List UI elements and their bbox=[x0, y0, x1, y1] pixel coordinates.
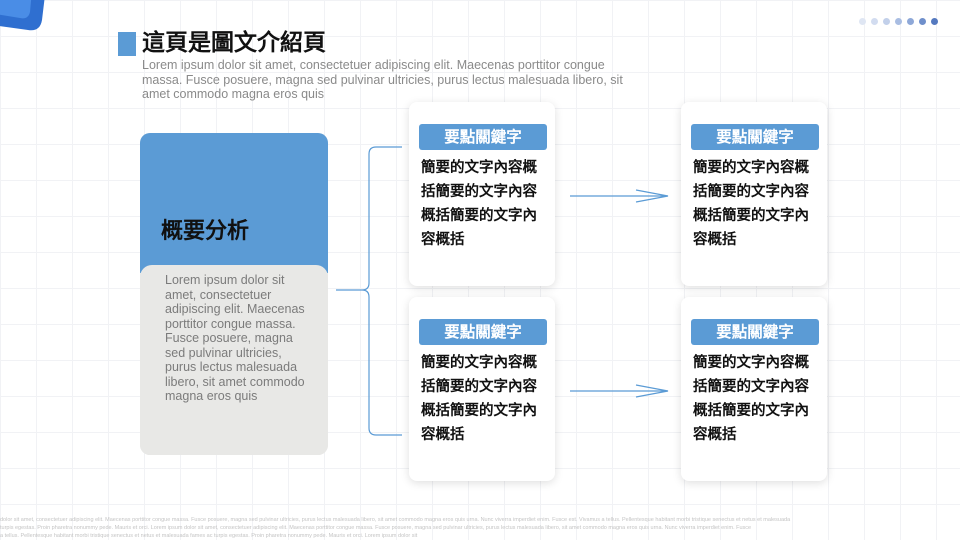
keypoint-text: 簡要的文字內容概括簡要的文字內容概括簡要的文字內容概括 bbox=[421, 355, 537, 443]
decorative-dot bbox=[859, 18, 866, 25]
keypoint-text: 簡要的文字內容概括簡要的文字內容概括簡要的文字內容概括 bbox=[421, 160, 537, 248]
page-title: 這頁是圖文介紹頁 bbox=[142, 30, 326, 56]
title-accent-bar bbox=[118, 32, 136, 56]
keypoint-text: 簡要的文字內容概括簡要的文字內容概括簡要的文字內容概括 bbox=[693, 160, 809, 248]
decorative-dot bbox=[919, 18, 926, 25]
overview-text: Lorem ipsum dolor sit amet, consectetuer… bbox=[165, 273, 305, 403]
keypoint-text: 簡要的文字內容概括簡要的文字內容概括簡要的文字內容概括 bbox=[693, 355, 809, 443]
decorative-dot bbox=[883, 18, 890, 25]
corner-decoration bbox=[0, 0, 45, 31]
overview-heading: 概要分析 bbox=[161, 219, 250, 244]
overview-header: 概要分析 bbox=[140, 133, 328, 273]
footer-line: dolor sit amet, consectetuer adipiscing … bbox=[0, 517, 791, 523]
keypoint-label: 要點關鍵字 bbox=[691, 124, 819, 150]
footer-line: turpis egestas. Proin pharetra nonummy p… bbox=[0, 525, 752, 531]
keypoint-card-2: 要點關鍵字 簡要的文字內容概括簡要的文字內容概括簡要的文字內容概括 bbox=[681, 102, 827, 286]
decorative-dot bbox=[871, 18, 878, 25]
keypoint-label: 要點關鍵字 bbox=[691, 319, 819, 345]
footer-line: a tellus. Pellentesque habitant morbi tr… bbox=[0, 533, 418, 539]
keypoint-label: 要點關鍵字 bbox=[419, 319, 547, 345]
keypoint-label: 要點關鍵字 bbox=[419, 124, 547, 150]
arrow-bottom bbox=[570, 384, 669, 398]
keypoint-card-1: 要點關鍵字 簡要的文字內容概括簡要的文字內容概括簡要的文字內容概括 bbox=[409, 102, 555, 286]
page-subtitle: Lorem ipsum dolor sit amet, consectetuer… bbox=[142, 58, 623, 101]
decorative-dot bbox=[895, 18, 902, 25]
keypoint-card-3: 要點關鍵字 簡要的文字內容概括簡要的文字內容概括簡要的文字內容概括 bbox=[409, 297, 555, 481]
left-bracket bbox=[336, 146, 402, 436]
arrow-top bbox=[570, 189, 669, 203]
footer-text: dolor sit amet, consectetuer adipiscing … bbox=[0, 516, 960, 540]
decorative-dot bbox=[931, 18, 938, 25]
overview-card: 概要分析 Lorem ipsum dolor sit amet, consect… bbox=[140, 133, 328, 455]
decorative-dot bbox=[907, 18, 914, 25]
decorative-dots bbox=[859, 18, 938, 25]
overview-body: Lorem ipsum dolor sit amet, consectetuer… bbox=[140, 265, 328, 455]
keypoint-card-4: 要點關鍵字 簡要的文字內容概括簡要的文字內容概括簡要的文字內容概括 bbox=[681, 297, 827, 481]
